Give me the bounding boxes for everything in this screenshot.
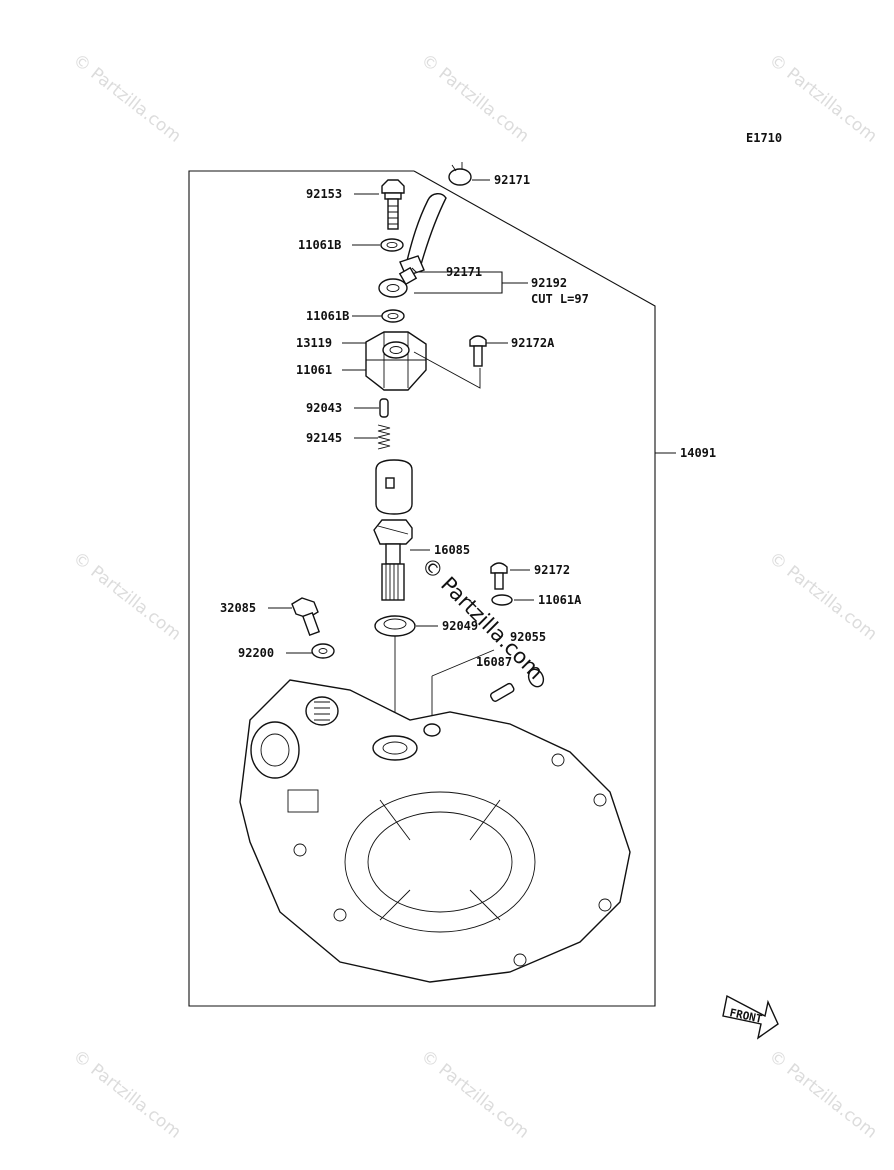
watermark-tile: © Partzilla.com: [417, 1046, 533, 1143]
fitting-32085-part: [291, 597, 321, 637]
diagram-code: E1710: [746, 131, 782, 145]
washer-11061b-lower: [381, 309, 405, 323]
banjo-bolt-part: [381, 179, 405, 230]
callout-92145: 92145: [306, 431, 342, 445]
crankcase-cover-part: [239, 679, 631, 983]
leader-lines: [268, 179, 676, 654]
watermark-tile: © Partzilla.com: [69, 1046, 185, 1143]
plunger-part: [375, 459, 413, 515]
washer-11061a-part: [491, 594, 513, 606]
watermark-tile: © Partzilla.com: [765, 548, 881, 645]
front-arrow-icon: FRONT: [722, 994, 779, 1040]
screw-92172-part: [490, 562, 508, 590]
callout-92043: 92043: [306, 401, 342, 415]
callout-32085: 32085: [220, 601, 256, 615]
o-ring-92055-part: [527, 668, 545, 688]
callout-92171-clamp: 92171: [494, 173, 530, 187]
callout-cut-length: CUT L=97: [531, 292, 589, 306]
dowel-alignment-line: [431, 649, 495, 677]
callout-92172: 92172: [534, 563, 570, 577]
washer-hole: [387, 312, 399, 320]
banjo-fitting-part: [378, 266, 418, 298]
pin-92043-part: [379, 398, 389, 418]
callout-92153: 92153: [306, 187, 342, 201]
washer-11061b-upper: [380, 238, 404, 252]
screw-92172a-part: [469, 335, 487, 367]
callout-92172a: 92172A: [511, 336, 555, 350]
pump-cover-part: [365, 331, 427, 391]
watermark-tile: © Partzilla.com: [69, 548, 185, 645]
callout-92192: 92192: [531, 276, 567, 290]
callout-11061a: 11061A: [538, 593, 582, 607]
callout-13119: 13119: [296, 336, 332, 350]
callout-11061b-lower: 11061B: [306, 309, 349, 323]
oil-seal-92049-part: [374, 615, 416, 637]
watermark-tile: © Partzilla.com: [765, 1046, 881, 1143]
callout-11061: 11061: [296, 363, 332, 377]
watermark-tile: © Partzilla.com: [69, 50, 185, 147]
callout-16085: 16085: [434, 543, 470, 557]
callout-14091: 14091: [680, 446, 716, 460]
callout-92055: 92055: [510, 630, 546, 644]
callout-labels: 92171 92153 11061B 92171 92192 CUT L=97 …: [220, 173, 716, 669]
callout-92171-hose: 92171: [446, 265, 482, 279]
oil-hose-part: [399, 193, 447, 277]
washer-92200-part: [311, 643, 335, 659]
callout-11061b-upper: 11061B: [298, 238, 341, 252]
front-label: FRONT: [728, 1006, 763, 1026]
watermark-tile: © Partzilla.com: [417, 50, 533, 147]
washer-hole: [386, 241, 398, 249]
watermark-tile: © Partzilla.com: [765, 50, 881, 147]
pump-shaft-part: [373, 519, 413, 601]
callout-92049: 92049: [442, 619, 478, 633]
clamp-part: [448, 162, 472, 186]
spring-92145-part: [377, 424, 391, 450]
callout-16087: 16087: [476, 655, 512, 669]
callout-92200: 92200: [238, 646, 274, 660]
dowel-16087-part: [490, 682, 515, 702]
screw-alignment-line: [413, 351, 481, 389]
assembly-frame: [188, 170, 656, 1007]
